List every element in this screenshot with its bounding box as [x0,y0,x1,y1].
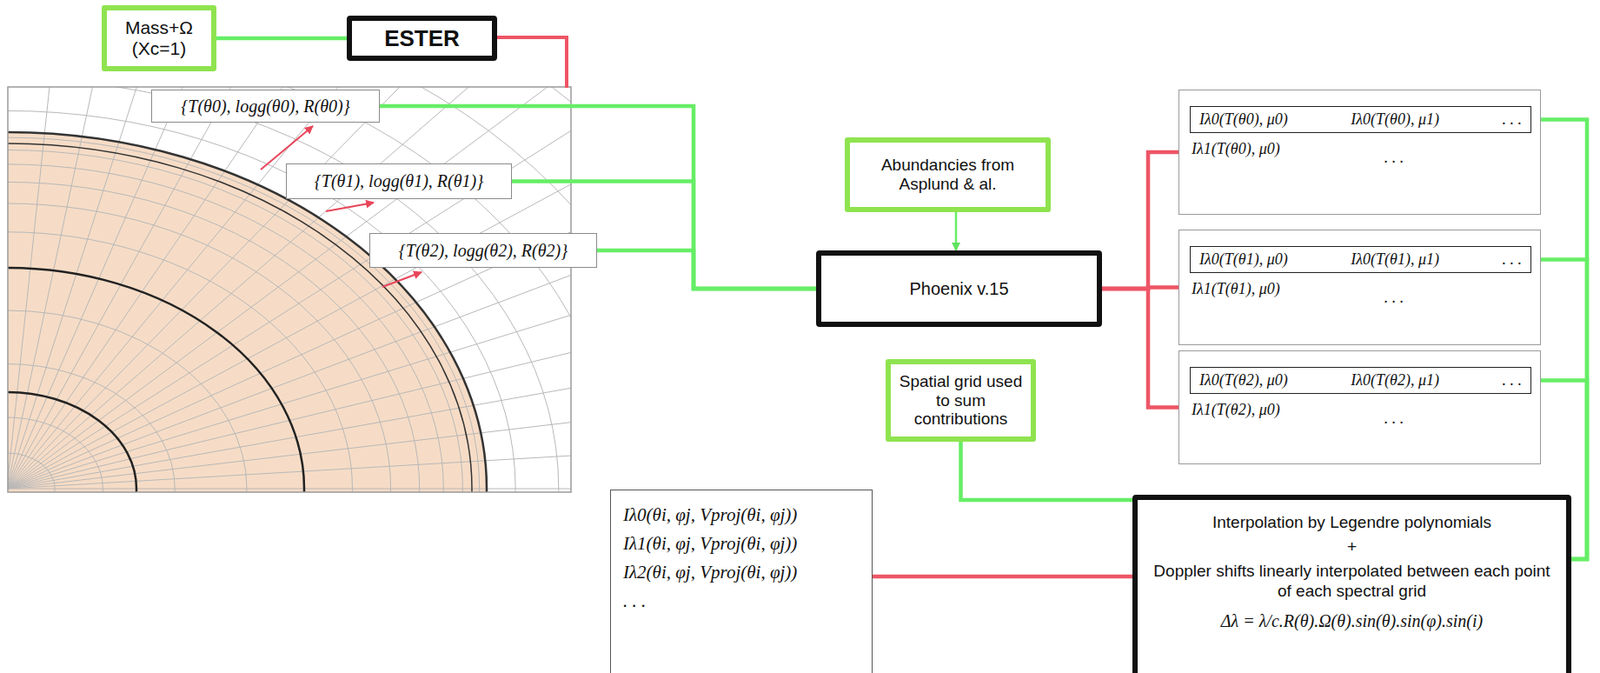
spectra-group: Iλ0(T(θ0), μ0)Iλ0(T(θ0), μ1). . .Iλ1(T(θ… [1178,89,1541,215]
box-text: Iλ0(T(θ0), μ1) [1350,110,1440,129]
grid-line [7,86,571,492]
grid-line [7,232,352,492]
grid-line [7,86,571,492]
connector [597,250,817,289]
box-text: Iλ1(θi, φj, Vproj(θi, φj)) [623,532,860,555]
panel-border [7,86,571,492]
spectra-group: Iλ0(T(θ1), μ0)Iλ0(T(θ1), μ1). . .Iλ1(T(θ… [1178,229,1541,346]
grid-line [7,86,195,489]
text-row: Iλ1(T(θ0), μ0) . . . [1189,139,1532,167]
box-text: Interpolation by Legendre polynomials [1212,511,1492,533]
grid-line [7,181,420,492]
box-text: Iλ1(T(θ1), μ0) [1191,279,1281,299]
grid-line [7,86,378,489]
polar-grid [7,86,571,492]
grid-line [7,203,392,492]
box-text: . . . [1502,250,1523,269]
box-text: Δλ = λ/c.R(θ).Ω(θ).sin(θ).sin(φ).sin(i) [1221,610,1483,632]
grid-line [7,86,571,489]
connector [1102,152,1179,289]
spectra-row: Iλ0(T(θ2), μ0) Iλ0(T(θ2), μ1) . . . [1189,366,1532,394]
box-text: {T(θ0), logg(θ0), R(θ0)} [180,96,350,117]
process-box: Phoenix v.15 [816,250,1103,327]
grid-line [7,86,571,489]
process-box: Interpolation by Legendre polynomials +Do… [1132,494,1572,673]
box-text: Spatial grid used to sum contributions [897,371,1024,430]
star-body [7,132,487,492]
star-contour [7,267,305,492]
grid-line [7,86,101,489]
input-box: Mass+Ω (Xc=1) [101,5,217,72]
spectra-row: Iλ0(T(θ0), μ0) Iλ0(T(θ0), μ1) . . . [1189,106,1532,133]
grid-line [7,212,571,489]
box-text: Iλ0(θi, φj, Vproj(θi, φj)) [623,504,860,526]
box-text: Iλ2(θi, φj, Vproj(θi, φj)) [623,561,860,584]
star-contour [7,391,137,492]
box-text: Doppler shifts linearly interpolated bet… [1151,560,1553,603]
connector [955,212,958,251]
box-text: Mass+Ω (Xc=1) [113,17,205,60]
grid-line [7,86,571,489]
parameter-box: {T(θ2), logg(θ2), R(θ2)} [369,232,598,268]
box-text: {T(θ1), logg(θ1), R(θ1)} [314,171,484,192]
grid-line [7,364,175,493]
box-text: + [1347,536,1357,558]
box-text: Iλ0(T(θ1), μ0) [1199,250,1288,269]
box-text: Iλ0(T(θ1), μ1) [1350,250,1440,269]
box-text: . . . [1384,288,1405,307]
leader-arrow [325,202,374,212]
ester-output-line [497,37,567,88]
grid-line [7,86,571,489]
star-model [7,86,571,492]
text-row: Iλ1(T(θ2), μ0) . . . [1189,400,1532,428]
box-text: Abundancies from Asplund & al. [856,155,1039,194]
box-text: Phoenix v.15 [909,278,1009,299]
grid-line [7,147,571,489]
spectra-group: Iλ0(T(θ2), μ0)Iλ0(T(θ2), μ1). . .Iλ1(T(θ… [1178,350,1541,465]
grid-line [7,86,571,489]
parameter-box: {T(θ0), logg(θ0), R(θ0)} [151,89,380,123]
connector [872,574,1133,579]
parameter-box: {T(θ1), logg(θ1), R(θ1)} [285,163,512,200]
box-text: Iλ0(T(θ2), μ0) [1199,371,1288,390]
box-text: Iλ1(T(θ0), μ0) [1191,139,1281,159]
box-text: Iλ0(T(θ2), μ1) [1350,371,1440,390]
connector [961,441,1134,500]
leader-arrow [382,272,422,287]
star-surface [7,132,487,492]
grid-line [7,86,571,492]
grid-line [7,86,571,489]
spectra-row: Iλ0(T(θ1), μ0) Iλ0(T(θ1), μ1) . . . [1189,245,1532,273]
process-box: ESTER [346,15,498,61]
grid-line [7,164,444,492]
connector [216,36,347,41]
box-text: . . . [1384,148,1405,167]
text-row: Iλ1(T(θ1), μ0) . . . [1189,279,1532,307]
box-text: Iλ0(T(θ0), μ0) [1199,110,1288,129]
connector [1102,288,1179,408]
grid-line [7,150,463,493]
box-text: . . . [1502,110,1523,129]
input-box: Spatial grid used to sum contributions [885,358,1036,442]
box-text: Iλ1(T(θ2), μ0) [1191,400,1281,419]
output-box: Iλ0(θi, φj, Vproj(θi, φj)) Iλ1(θi, φj, Vp… [610,489,873,673]
grid-line [7,86,571,489]
box-text: {T(θ2), logg(θ2), R(θ2)} [398,240,568,261]
box-text: . . . [1384,409,1405,428]
grid-line [7,110,516,492]
grid-line [7,86,571,492]
grid-line [7,86,559,492]
box-text: . . . [623,590,860,612]
box-text: . . . [1502,371,1523,390]
input-box: Abundancies from Asplund & al. [844,137,1051,213]
box-text: ESTER [384,25,460,53]
grid-line [7,86,552,489]
grid-line [7,86,571,489]
